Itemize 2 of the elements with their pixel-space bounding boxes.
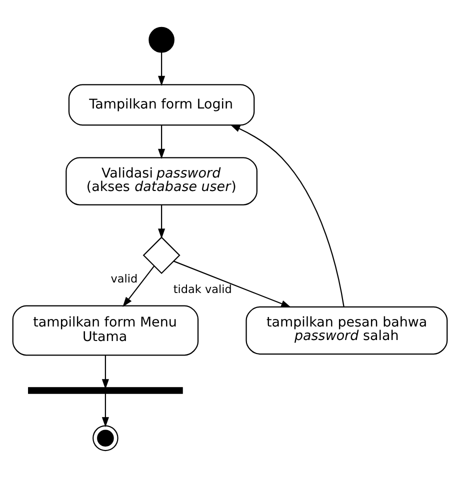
edge-label: valid: [110, 272, 138, 286]
edge-label: tidak valid: [173, 283, 232, 296]
